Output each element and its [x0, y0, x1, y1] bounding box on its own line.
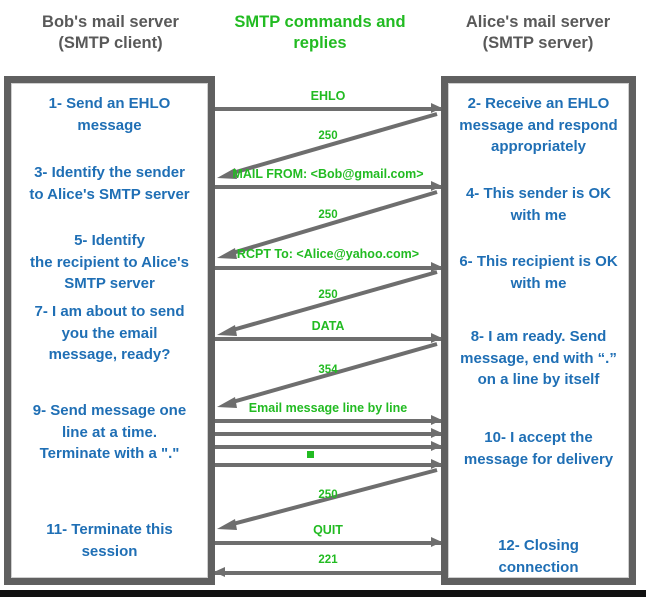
message-label-email-body: Email message line by line	[248, 401, 408, 415]
server-step-6: 6- This recipient is OK with me	[459, 253, 618, 292]
arrow-shaft	[215, 541, 441, 545]
message-label-250-mail: 250	[318, 209, 338, 221]
arrow-shaft	[215, 107, 441, 111]
diagonal-arrow-left-icon	[217, 270, 438, 336]
server-step-10: 10- I accept the message for delivery	[463, 429, 614, 468]
client-step-3: 3- Identify the sender to Alice's SMTP s…	[29, 164, 190, 203]
diagonal-arrow-left-icon	[217, 468, 438, 530]
arrow-head-right	[431, 181, 442, 191]
arrow-head-right	[431, 103, 442, 113]
arrow-email-line-3	[215, 441, 442, 452]
arrow-shaft	[215, 463, 441, 467]
arrow-shaft	[215, 571, 441, 575]
arrow-email-line-2	[215, 428, 442, 439]
arrow-data	[215, 333, 442, 344]
diagonal-arrow-left-icon	[217, 190, 438, 259]
server-step-4: 4- This sender is OK with me	[465, 185, 612, 224]
arrow-reply-250-data	[215, 468, 441, 534]
message-label-quit: QUIT	[313, 523, 343, 537]
message-label-354: 354	[318, 364, 338, 376]
message-label-250-data: 250	[318, 489, 338, 501]
arrow-shaft	[215, 337, 441, 341]
client-column-heading: Bob's mail server (SMTP client)	[42, 13, 179, 52]
arrow-head-right	[431, 428, 442, 438]
arrow-ehlo	[215, 103, 442, 114]
client-step-1: 1- Send an EHLO message	[48, 95, 171, 134]
arrow-shaft	[215, 432, 441, 436]
arrow-email-line-1	[215, 415, 442, 426]
client-step-5: 5- Identify the recipient to Alice's SMT…	[30, 232, 189, 292]
client-step-9: 9- Send message one line at a time. Term…	[32, 402, 187, 462]
client-panel: 1- Send an EHLO message 3- Identify the …	[4, 76, 215, 585]
diagonal-arrow-left-icon	[217, 342, 438, 408]
arrow-quit	[215, 537, 442, 548]
message-label-250-rcpt: 250	[318, 289, 338, 301]
arrow-head-right	[431, 537, 442, 547]
arrow-head-right	[431, 459, 442, 469]
client-step-7: 7- I am about to send you the email mess…	[34, 303, 185, 363]
bottom-edge-strip	[0, 590, 646, 597]
arrow-head-right	[431, 262, 442, 272]
protocol-column-heading: SMTP commands and replies	[234, 13, 406, 52]
arrow-head-right	[431, 415, 442, 425]
arrow-reply-354	[215, 342, 441, 412]
arrow-reply-250-rcpt	[215, 270, 441, 340]
terminating-period-marker	[307, 451, 314, 458]
arrow-rcpt-to	[215, 262, 442, 273]
arrow-head-right	[431, 333, 442, 343]
arrow-email-terminating-dot	[215, 459, 442, 470]
server-panel: 2- Receive an EHLO message and respond a…	[441, 76, 636, 585]
arrow-head-right	[431, 441, 442, 451]
arrow-mail-from	[215, 181, 442, 192]
arrow-reply-250-ehlo	[215, 112, 441, 182]
server-step-2: 2- Receive an EHLO message and respond a…	[459, 95, 618, 155]
message-label-250-ehlo: 250	[318, 130, 338, 142]
message-label-ehlo: EHLO	[310, 89, 346, 103]
diagonal-arrow-left-icon	[217, 112, 438, 179]
arrow-head-left	[214, 567, 225, 577]
arrow-shaft	[215, 185, 441, 189]
arrow-reply-250-mail	[215, 190, 441, 263]
arrow-shaft	[215, 266, 441, 270]
arrow-reply-221	[214, 567, 441, 578]
message-label-data: DATA	[311, 319, 345, 333]
arrow-shaft	[215, 445, 441, 449]
server-column-heading: Alice's mail server (SMTP server)	[465, 13, 611, 52]
message-label-rcpt-to: RCPT To: <Alice@yahoo.com>	[236, 247, 420, 261]
server-step-8: 8- I am ready. Send message, end with “.…	[460, 328, 617, 388]
message-channel: EHLO 250 MAIL FROM: <Bob@gmail.com> 25	[214, 76, 442, 585]
client-step-11: 11- Terminate this session	[46, 521, 173, 560]
server-step-12: 12- Closing connection	[498, 537, 579, 576]
message-label-221: 221	[318, 554, 338, 566]
arrow-shaft	[215, 419, 441, 423]
message-label-mail-from: MAIL FROM: <Bob@gmail.com>	[232, 167, 424, 181]
